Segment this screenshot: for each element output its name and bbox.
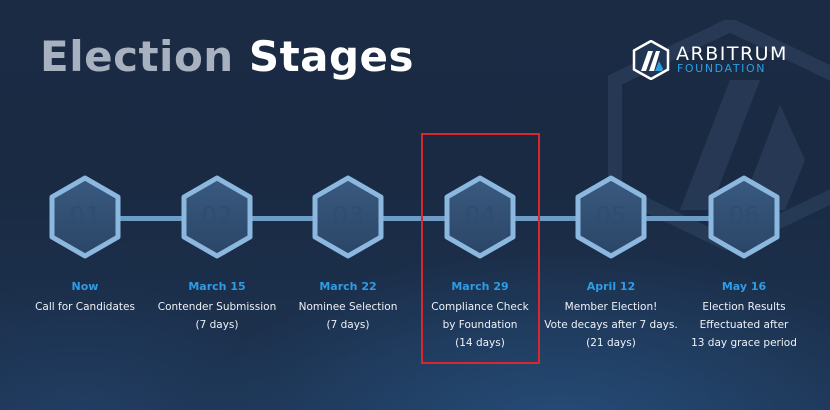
stage-date: March 15 [188,280,246,293]
stage-description-line: Effectuated after [699,319,789,331]
stage-details: March 22 Nominee Selection (7 days) [273,280,423,334]
highlight-box [421,133,540,364]
title-word-stages: Stages [248,32,415,81]
hexagon-icon [49,175,121,259]
stage-description-line: (21 days) [586,337,636,349]
stage-number: 01 [69,201,101,230]
stage-details: March 15 Contender Submission (7 days) [142,280,292,334]
stage-number: 02 [201,201,233,230]
stage-number: 04 [464,201,496,230]
stage-date: May 16 [721,280,767,293]
hexagon-icon [181,175,253,259]
stage-date: March 22 [319,280,377,293]
stage-description-line: Contender Submission [157,301,277,313]
stage-description-line: by Foundation [442,319,518,331]
stage-number: 03 [332,201,364,230]
stage-number: 05 [595,201,627,230]
stage-date: Now [71,280,99,293]
stage-number: 06 [728,201,760,230]
logo-subtitle: FOUNDATION [677,62,767,75]
stage-description-line: Vote decays after 7 days. [544,319,678,331]
title-word-election: Election [40,32,234,81]
arbitrum-foundation-logo: ARBITRUM FOUNDATION [632,40,802,80]
hexagon-icon [312,175,384,259]
hexagon-icon [575,175,647,259]
stage-description-line: 13 day grace period [691,337,797,349]
logo-name: ARBITRUM [676,43,788,65]
stage-description-line: Election Results [702,301,786,313]
stage-description-line: (14 days) [455,337,505,349]
stage-details: March 29 Compliance Check by Foundation (14… [405,280,555,352]
stage-description-line: (7 days) [326,319,370,331]
arbitrum-logo-icon [632,40,670,80]
hexagon-icon [444,175,516,259]
stage-description-line: Member Election! [564,301,658,313]
hexagon-icon [708,175,780,259]
stage-description-line: (7 days) [195,319,239,331]
stage-description-line: Nominee Selection [298,301,398,313]
stage-details: April 12 Member Election! Vote decays afte… [536,280,686,352]
stage-description-line: Compliance Check [431,301,529,313]
page-title: Election Stages [40,36,414,78]
stage-date: March 29 [451,280,509,293]
stage-date: April 12 [586,280,636,293]
timeline-track [85,216,745,221]
stage-description-line: Call for Candidates [35,301,135,313]
